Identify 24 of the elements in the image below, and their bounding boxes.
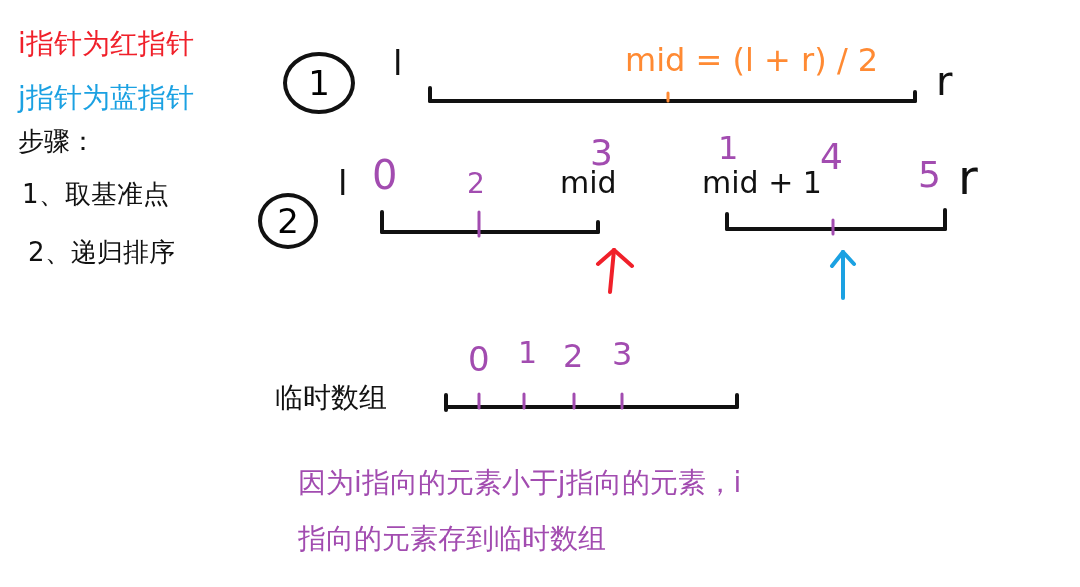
formula-text: mid = (l + r) / 2 bbox=[625, 42, 879, 79]
index-number: 3 bbox=[612, 336, 633, 373]
index-number: 2 bbox=[467, 168, 485, 201]
legend-note: j指针为蓝指针 bbox=[18, 82, 194, 115]
index-number: 1 bbox=[718, 130, 739, 167]
step-text: 1、取基准点 bbox=[22, 180, 169, 210]
explanation-text: 因为i指向的元素小于j指向的元素，i指向的元素存到临时数组 bbox=[298, 465, 743, 557]
bound-letter: l bbox=[393, 44, 403, 84]
legend-note: i指针为红指针 bbox=[18, 28, 194, 61]
array-label: 临时数组 bbox=[275, 382, 387, 415]
pointer-label: mid + 1 bbox=[702, 166, 822, 201]
bound-letter: r bbox=[958, 150, 978, 206]
index-number: 0 bbox=[372, 152, 398, 198]
index-number: 4 bbox=[820, 136, 843, 178]
bound-letter: r bbox=[936, 58, 953, 104]
index-number: 1 bbox=[518, 336, 538, 371]
bound-letter: l bbox=[338, 164, 348, 204]
steps-heading: 步骤： bbox=[18, 127, 96, 157]
step-number-circle: 2 bbox=[258, 193, 318, 249]
index-number: 2 bbox=[563, 338, 584, 375]
step-text: 2、递归排序 bbox=[28, 238, 175, 268]
index-number: 5 bbox=[918, 154, 941, 196]
step-number-circle: 1 bbox=[283, 52, 355, 114]
index-number: 0 bbox=[468, 340, 490, 380]
